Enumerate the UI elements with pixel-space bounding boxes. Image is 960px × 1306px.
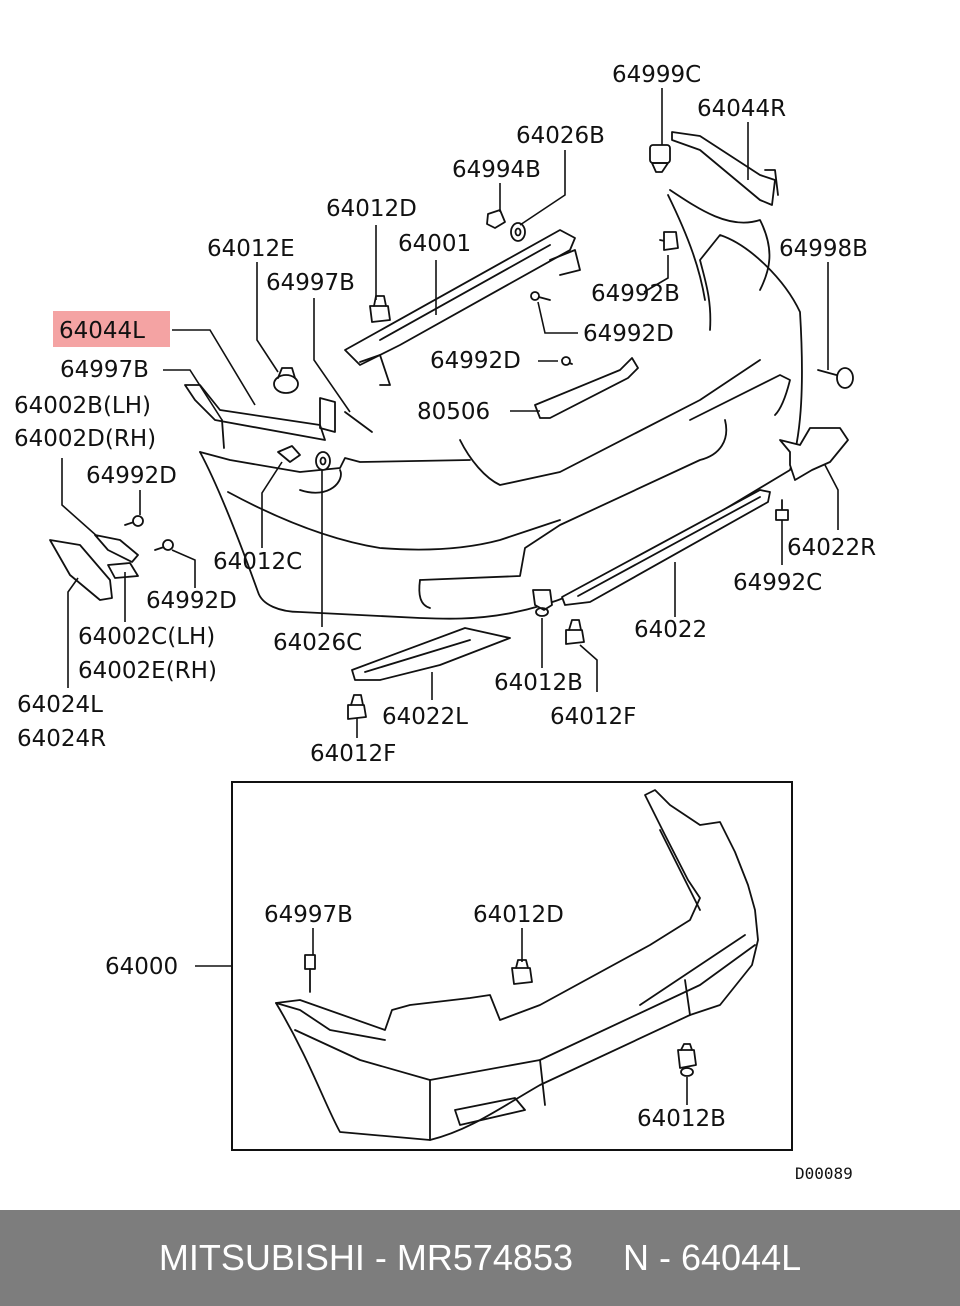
inset-fasteners <box>304 954 697 1077</box>
label-64022L: 64022L <box>382 704 468 730</box>
highlight-64044L <box>53 311 170 347</box>
bracket-64044L <box>184 384 336 441</box>
label-64994B: 64994B <box>452 157 541 183</box>
bracket-80506 <box>534 357 639 419</box>
footer-brand: MITSUBISHI <box>158 1237 365 1278</box>
label-64997B: 64997B <box>266 270 355 296</box>
label-64992C: 64992C <box>733 570 822 596</box>
label-64026C: 64026C <box>273 630 362 656</box>
label-64044R: 64044R <box>697 96 786 122</box>
label-64002B: 64002B(LH) <box>14 393 151 419</box>
label-64992D: 64992D <box>146 588 237 614</box>
label-64026B: 64026B <box>516 123 605 149</box>
label-64024R: 64024R <box>17 726 106 752</box>
reinforcement-64001 <box>344 229 581 386</box>
footer-ref: N - 64044L <box>623 1237 802 1278</box>
clip-64012C <box>277 445 301 463</box>
label-64992B: 64992B <box>591 281 680 307</box>
label-64997B: 64997B <box>264 902 353 928</box>
washer-64026C <box>315 451 331 471</box>
plate-64022L <box>351 627 511 681</box>
footer-sep: - <box>364 1237 397 1278</box>
label-64012B: 64012B <box>637 1106 726 1132</box>
label-64000: 64000 <box>105 954 178 980</box>
label-64998B: 64998B <box>779 236 868 262</box>
label-64999C: 64999C <box>612 62 701 88</box>
clips-lower <box>347 589 585 720</box>
inset-leader-lines <box>195 928 688 1105</box>
label-64002C: 64002C(LH) <box>78 624 215 650</box>
clip-64012E <box>273 367 299 394</box>
footer-gap <box>573 1237 623 1279</box>
label-64001: 64001 <box>398 231 471 257</box>
label-80506: 80506 <box>417 399 490 425</box>
part-labels: 64999C 64044R 64026B 64994B 64012D 64001… <box>14 62 876 1183</box>
screws <box>124 231 854 551</box>
parts-diagram: 64999C 64044R 64026B 64994B 64012D 64001… <box>14 62 876 1183</box>
label-64012D: 64012D <box>326 196 417 222</box>
label-64002D: 64002D(RH) <box>14 426 156 452</box>
label-64012C: 64012C <box>213 549 302 575</box>
label-64997B: 64997B <box>60 357 149 383</box>
label-64022R: 64022R <box>787 535 876 561</box>
footer-bar: MITSUBISHI - MR574853 N - 64044L <box>0 1210 960 1306</box>
label-64012F: 64012F <box>310 741 396 767</box>
label-64044L: 64044L <box>59 318 145 344</box>
label-64022: 64022 <box>634 617 707 643</box>
nut-64994B <box>486 209 506 229</box>
label-64012F: 64012F <box>550 704 636 730</box>
clip-64012D <box>369 295 391 323</box>
label-64024L: 64024L <box>17 692 103 718</box>
bumper-assembly-64000 <box>275 789 759 1141</box>
diagram-code: D00089 <box>795 1164 853 1183</box>
side-piece-64024 <box>49 539 113 601</box>
bracket-64002 <box>94 534 139 579</box>
label-64002E: 64002E(RH) <box>78 658 217 684</box>
label-64992D: 64992D <box>86 463 177 489</box>
label-64012D: 64012D <box>473 902 564 928</box>
label-64012B: 64012B <box>494 670 583 696</box>
inset-box <box>231 781 793 1151</box>
clip-64999C <box>649 144 671 173</box>
bracket-64044R <box>671 131 779 206</box>
label-64992D: 64992D <box>430 348 521 374</box>
label-64012E: 64012E <box>207 236 295 262</box>
reinforcement-64022 <box>561 489 771 606</box>
footer-part-number: MR574853 <box>396 1237 573 1278</box>
washer-64026B <box>510 222 526 242</box>
leader-lines <box>61 88 839 738</box>
bracket-64022R <box>779 427 849 481</box>
label-64992D: 64992D <box>583 321 674 347</box>
